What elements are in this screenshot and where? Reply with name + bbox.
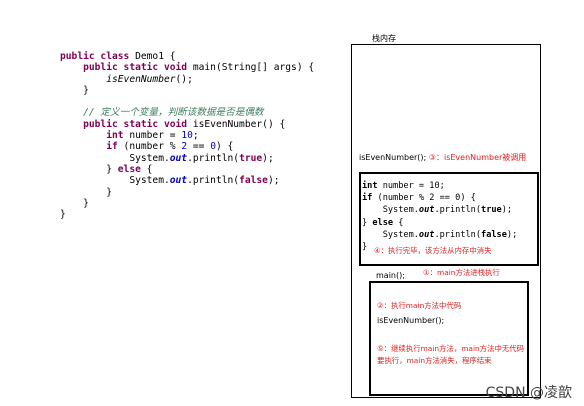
code-comment: // 定义一个变量，判断该数据是否是偶数 [83, 107, 264, 119]
code-text: number = [123, 130, 182, 142]
code-keyword: int [106, 130, 124, 142]
frame-code-keyword: else [372, 217, 394, 228]
frame-code-text: System. [382, 205, 419, 216]
main-step-5: ⑤：继续执行main方法，main方法中无代码要执行，main方法消失，程序结束 [377, 344, 525, 366]
code-text: } [106, 163, 118, 175]
code-text: ); [262, 152, 274, 164]
code-keyword: else [117, 163, 141, 175]
code-text: ) { [216, 141, 234, 153]
code-text: (); [175, 73, 193, 85]
frame-code-keyword: if [362, 193, 373, 204]
call-text: isEvenNumber(); [359, 153, 429, 162]
main-note: ①：main方法进栈执行 [423, 268, 500, 277]
code-text: } [60, 209, 66, 221]
frame-code-text: number = 10; [377, 181, 445, 191]
frame-code-block: int number = 10; if (number % 2 == 0) { … [362, 180, 517, 253]
code-text: ); [267, 175, 280, 187]
code-field: out [169, 175, 188, 187]
frame-code-text: .println( [434, 205, 482, 216]
stack-memory-box [351, 44, 541, 398]
main-step-2: ②：执行main方法中代码 [377, 301, 462, 310]
code-method-call: isEvenNumber [106, 73, 176, 85]
code-text: } [106, 186, 112, 198]
code-keyword: false [239, 175, 268, 187]
code-keyword: public class [60, 51, 130, 62]
code-text: == [187, 141, 211, 153]
is-even-number-frame [359, 172, 539, 266]
csdn-watermark: CSDN @凌歆 [485, 385, 572, 401]
code-field: out [169, 152, 188, 164]
frame-code-text: ); [501, 205, 513, 216]
code-text: System. [129, 152, 170, 164]
code-text: isEvenNumber() { [187, 118, 286, 130]
code-text: { [140, 163, 153, 175]
exit-note: ④：执行完毕，该方法从内存中消失 [374, 246, 492, 255]
code-text: } [83, 84, 89, 96]
frame-code-text: } [362, 242, 368, 253]
code-keyword: true [239, 152, 263, 164]
frame-code-field: out [418, 229, 435, 240]
main-frame [369, 281, 529, 396]
code-keyword: public static void [83, 62, 188, 74]
code-text: main(String[] args) { [187, 62, 315, 74]
main-label: main(); [376, 271, 405, 280]
frame-code-field: out [418, 205, 435, 216]
frame-code-text: ); [506, 229, 518, 240]
code-text: ; [192, 130, 199, 142]
code-text: Demo1 { [129, 51, 176, 62]
code-number: 2 [181, 141, 188, 153]
frame-code-text: .println( [434, 229, 482, 240]
frame-code-text: { [393, 217, 404, 228]
code-keyword: public static void [83, 118, 188, 130]
frame-code-text: (number % 2 == 0) { [372, 193, 476, 204]
frame-code-text: System. [382, 229, 419, 240]
code-keyword: if [106, 141, 118, 153]
code-number: 10 [181, 130, 193, 142]
stack-memory-title: 栈内存 [372, 34, 396, 43]
code-text: .println( [187, 152, 240, 164]
call-note: ③：isEvenNumber被调用 [428, 153, 527, 162]
frame-code-keyword: true [481, 205, 502, 216]
call-line: isEvenNumber(); ③：isEvenNumber被调用 [359, 152, 526, 163]
source-code-block: public class Demo1 { public static void … [60, 51, 314, 220]
frame-code-keyword: int [362, 181, 378, 191]
code-text: (number % [117, 141, 182, 153]
main-call-line: isEvenNumber(); [377, 316, 445, 325]
frame-code-keyword: false [481, 229, 507, 240]
code-text: .println( [187, 175, 240, 187]
code-text: System. [129, 175, 170, 187]
code-number: 0 [210, 141, 216, 153]
frame-code-text: } [362, 217, 373, 228]
code-text: } [83, 197, 89, 209]
